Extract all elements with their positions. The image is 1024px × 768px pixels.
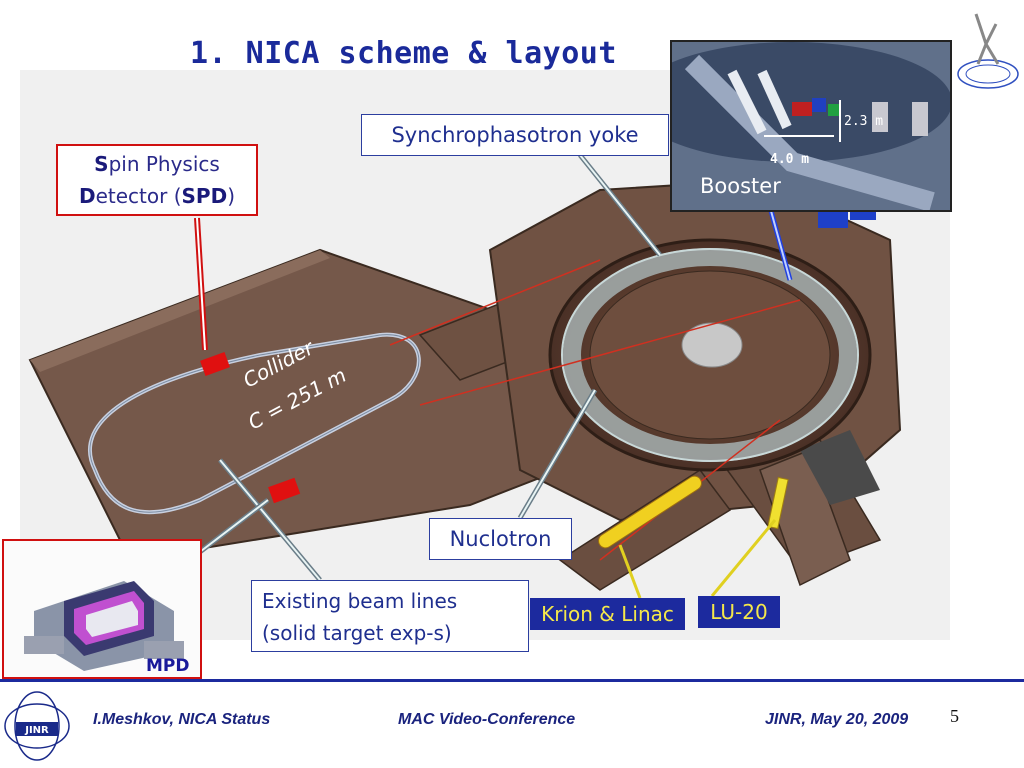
booster-image [672,42,950,210]
beam-lines-callout: Existing beam lines (solid target exp-s) [251,580,529,652]
dark-block [800,430,880,505]
footer-divider [0,679,1024,682]
spd-line-1: Spin Physics [94,152,220,176]
spd-detector [200,352,230,376]
krion-linac [598,475,702,549]
jinr-logo-icon: JINR [4,691,70,761]
booster-height-label: 2.3 m [844,114,884,129]
slide-title: 1. NICA scheme & layout [190,36,617,71]
facility-illustration: Collider C = 251 m [20,70,950,640]
footer-org-date: JINR, May 20, 2009 [765,711,909,728]
footer-author: I.Meshkov, NICA Status [93,711,271,728]
spd-callout: Spin Physics Detector (SPD) [56,144,258,216]
nuclotron-callout: Nuclotron [429,518,572,560]
booster-inset: 2.3 m 4.0 m [670,40,952,212]
mpd-inset [2,539,202,679]
krion-linac-label: Krion & Linac [530,598,685,630]
beam-lines-line-1: Existing beam lines [262,589,458,613]
booster-label: Booster [700,174,781,198]
page-number: 5 [950,706,959,726]
lu20-pointer [710,519,777,597]
lu20-label: LU-20 [698,596,780,628]
mpd-image [24,581,184,671]
lu20-linac [767,476,789,530]
jinr-logo-text: JINR [24,725,49,736]
beam-lines-line-2: (solid target exp-s) [262,621,452,645]
synchrophasotron-callout: Synchrophasotron yoke [361,114,669,156]
krion-pointer [618,544,642,599]
booster-width-label: 4.0 m [770,152,810,167]
mpd-label: MPD [146,656,190,676]
spd-line-2: Detector (SPD) [78,184,235,208]
branch-building-2 [558,468,732,591]
mpd-detector [268,477,301,504]
footer-event: MAC Video-Conference [398,711,576,728]
ring-center [681,322,743,368]
nica-emblem-icon [957,13,1019,89]
